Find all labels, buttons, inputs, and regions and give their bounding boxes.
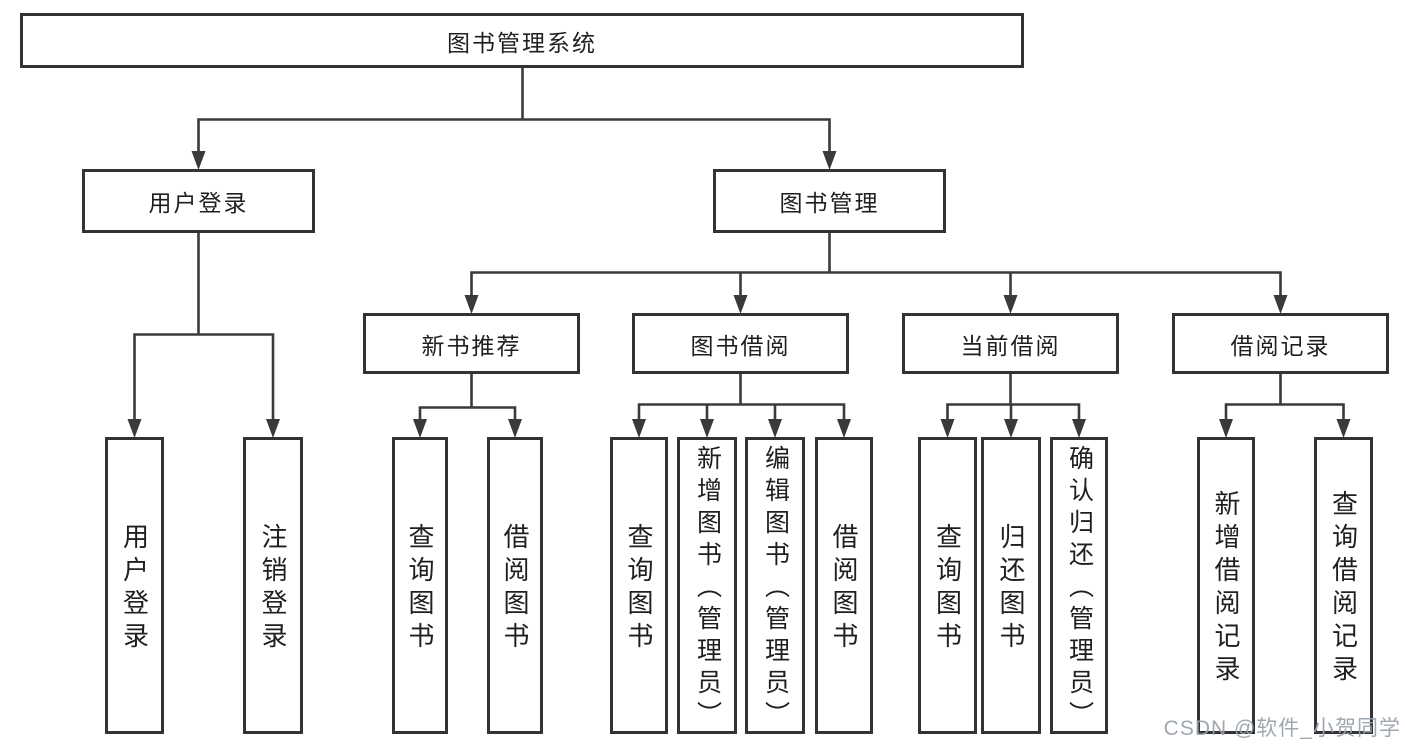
leaf-label: 确认归还（管理员） xyxy=(1065,445,1094,733)
leaf-borrow-books-1: 借阅图书 xyxy=(487,437,543,734)
leaf-logout: 注销登录 xyxy=(243,437,303,734)
node-label: 图书管理系统 xyxy=(447,29,597,56)
node-book-management: 图书管理 xyxy=(713,169,946,233)
node-label: 用户登录 xyxy=(148,190,249,216)
node-current-borrow: 当前借阅 xyxy=(902,313,1119,374)
leaf-label: 查询借阅记录 xyxy=(1328,490,1359,688)
leaf-label: 查询图书 xyxy=(624,523,654,655)
leaf-add-borrow-record: 新增借阅记录 xyxy=(1197,437,1255,734)
leaf-label: 注销登录 xyxy=(258,523,288,655)
node-library-management-system: 图书管理系统 xyxy=(20,13,1024,68)
leaf-user-login: 用户登录 xyxy=(105,437,164,734)
node-label: 新书推荐 xyxy=(421,332,522,359)
leaf-label: 归还图书 xyxy=(996,523,1026,655)
node-user-login: 用户登录 xyxy=(82,169,315,233)
leaf-return-books: 归还图书 xyxy=(981,437,1041,734)
leaf-query-borrow-record: 查询借阅记录 xyxy=(1314,437,1373,734)
csdn-watermark: CSDN @软件_小贺同学 xyxy=(1163,717,1401,740)
leaf-query-books-1: 查询图书 xyxy=(392,437,448,734)
node-label: 图书管理 xyxy=(779,190,880,216)
leaf-edit-book-admin: 编辑图书（管理员） xyxy=(745,437,805,734)
leaf-label: 借阅图书 xyxy=(500,523,530,655)
leaf-label: 借阅图书 xyxy=(829,523,859,655)
leaf-label: 用户登录 xyxy=(119,523,150,655)
leaf-add-book-admin: 新增图书（管理员） xyxy=(677,437,737,734)
node-book-borrow: 图书借阅 xyxy=(632,313,849,374)
leaf-label: 新增图书（管理员） xyxy=(693,445,722,733)
node-borrow-record: 借阅记录 xyxy=(1172,313,1389,374)
node-new-book-recommend: 新书推荐 xyxy=(363,313,580,374)
leaf-label: 查询图书 xyxy=(405,523,435,655)
node-label: 当前借阅 xyxy=(960,332,1061,359)
leaf-query-books-3: 查询图书 xyxy=(918,437,977,734)
leaf-query-books-2: 查询图书 xyxy=(610,437,668,734)
leaf-label: 查询图书 xyxy=(932,523,963,655)
leaf-confirm-return-admin: 确认归还（管理员） xyxy=(1050,437,1108,734)
leaf-label: 新增借阅记录 xyxy=(1211,490,1241,688)
node-label: 借阅记录 xyxy=(1230,332,1331,359)
leaf-borrow-books-2: 借阅图书 xyxy=(815,437,873,734)
node-label: 图书借阅 xyxy=(690,332,791,359)
leaf-label: 编辑图书（管理员） xyxy=(761,445,790,733)
